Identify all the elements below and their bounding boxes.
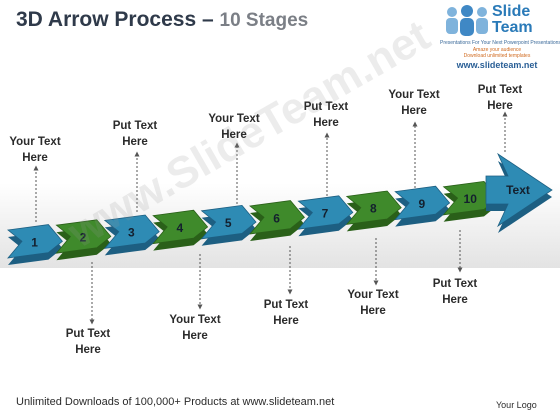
bottom-label-2: Your Text Here <box>160 312 230 344</box>
chevron-6 <box>249 200 305 235</box>
top-label-3-line1: Your Text <box>208 113 260 125</box>
bottom-label-3-line2: Here <box>273 315 299 327</box>
title-separator: – <box>201 8 214 31</box>
end-arrow <box>485 152 553 228</box>
bottom-label-4: Your Text Here <box>338 287 408 319</box>
chevron-2 <box>55 219 112 254</box>
logo-name-line2: Team <box>492 19 533 36</box>
stage-number-10: 10 <box>464 192 478 206</box>
stage-number-3: 3 <box>128 226 135 240</box>
logo-tagline-amaze: Amaze your audience <box>472 47 522 53</box>
chevron-3 <box>103 214 160 249</box>
top-label-1-line1: Your Text <box>9 136 61 148</box>
top-label-2: Put Text Here <box>100 118 170 150</box>
bottom-label-5: Put Text Here <box>420 276 490 308</box>
people-icon <box>446 5 488 36</box>
top-label-4-line2: Here <box>313 117 339 129</box>
stage-number-6: 6 <box>273 211 280 225</box>
stage-number-7: 7 <box>322 207 329 221</box>
bottom-label-1: Put Text Here <box>53 326 123 358</box>
top-label-4-line1: Put Text <box>303 101 349 113</box>
logo-url: www.slideteam.net <box>456 60 538 70</box>
chevron-5 <box>200 204 257 240</box>
bottom-label-2-line1: Your Text <box>169 314 221 326</box>
bottom-label-3: Put Text Here <box>251 297 321 329</box>
top-label-4: Put Text Here <box>291 99 361 131</box>
top-label-2-line2: Here <box>122 136 148 148</box>
stage-number-2: 2 <box>80 231 87 245</box>
chevron-7 <box>297 195 354 230</box>
chevron-sequence: 1 2 3 4 5 6 7 8 9 10 Text <box>7 152 553 265</box>
bottom-label-1-line2: Here <box>75 344 101 356</box>
bottom-label-5-line2: Here <box>442 294 468 306</box>
stage-number-9: 9 <box>418 197 425 211</box>
top-label-1: Your Text Here <box>0 134 70 166</box>
title-main: 3D Arrow Process <box>16 8 197 31</box>
stage-number-1: 1 <box>31 235 38 249</box>
top-label-1-line2: Here <box>22 152 48 164</box>
stage-number-4: 4 <box>176 221 183 235</box>
logo-name: Slide Team <box>492 4 533 36</box>
top-label-5-line1: Your Text <box>388 89 440 101</box>
bottom-label-4-line2: Here <box>360 305 386 317</box>
top-label-3-line2: Here <box>221 129 247 141</box>
bottom-label-5-line1: Put Text <box>432 278 478 290</box>
chevron-1 <box>7 224 63 259</box>
footer-downloads: Unlimited Downloads of 100,000+ Products… <box>16 396 335 408</box>
top-label-6-line1: Put Text <box>477 84 523 96</box>
bottom-label-1-line1: Put Text <box>65 328 111 340</box>
slideteam-logo: Slide Team Presentations For Your Next P… <box>440 2 560 82</box>
top-label-6-line2: Here <box>487 100 513 112</box>
stage-number-5: 5 <box>225 216 232 230</box>
top-label-2-line1: Put Text <box>112 120 158 132</box>
top-label-5: Your Text Here <box>379 87 449 119</box>
logo-tagline: Presentations For Your Next Powerpoint P… <box>440 40 560 46</box>
chevron-4 <box>152 209 209 245</box>
end-arrow-label: Text <box>506 183 530 197</box>
chevron-9 <box>394 185 451 221</box>
chevron-8 <box>345 190 402 225</box>
logo-name-line1: Slide <box>492 3 531 20</box>
bottom-label-2-line2: Here <box>182 330 208 342</box>
logo-tagline-download: Download unlimited templates <box>463 53 531 59</box>
chevron-10 <box>442 180 499 216</box>
title-subtitle: 10 Stages <box>219 10 309 31</box>
bottom-label-4-line1: Your Text <box>347 289 399 301</box>
top-label-3: Your Text Here <box>199 111 269 143</box>
bottom-label-3-line1: Put Text <box>263 299 309 311</box>
stage-number-8: 8 <box>370 202 377 216</box>
connector-lines <box>33 111 508 325</box>
top-label-6: Put Text Here <box>465 82 535 114</box>
top-label-5-line2: Here <box>401 105 427 117</box>
footer-logo-placeholder: Your Logo <box>496 400 537 410</box>
page-title: 3D Arrow Process – 10 Stages <box>16 8 308 32</box>
